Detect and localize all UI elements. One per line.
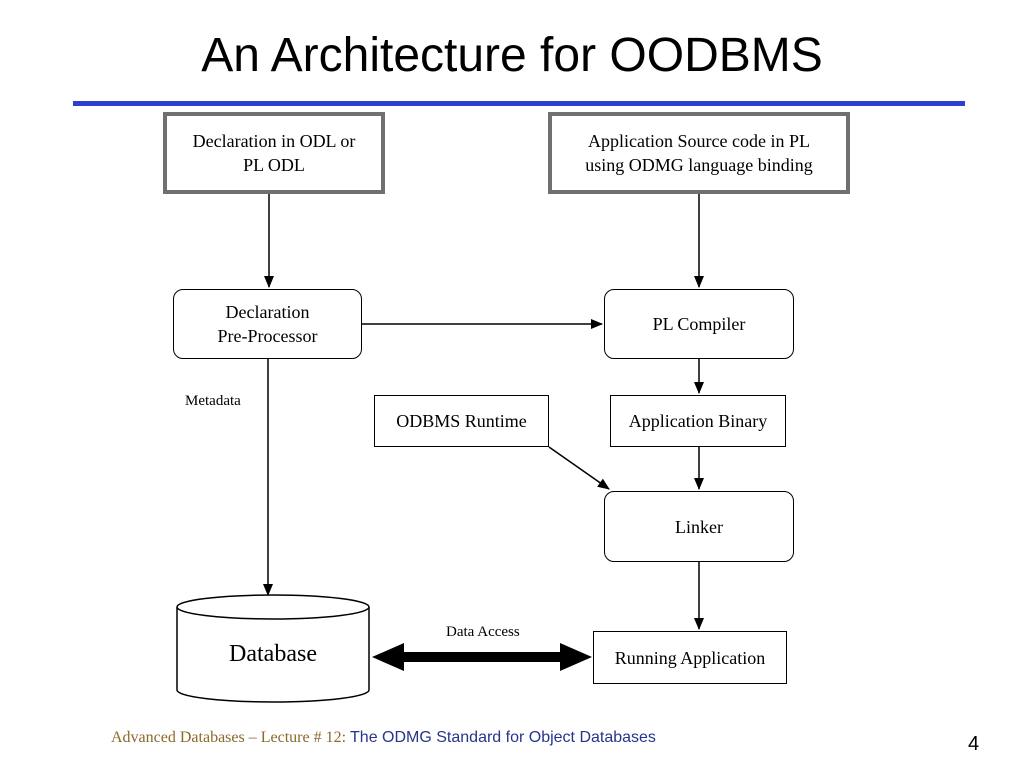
pl-compiler-label: PL Compiler bbox=[652, 314, 746, 334]
arrow-runtime-to-linker bbox=[548, 446, 610, 490]
footer: Advanced Databases – Lecture # 12: The O… bbox=[111, 729, 656, 747]
odbms-runtime-box: ODBMS Runtime bbox=[374, 395, 549, 447]
application-source-label: Application Source code in PL using ODMG… bbox=[585, 131, 813, 175]
footer-course: Advanced Databases – Lecture # 12: bbox=[111, 729, 351, 746]
odbms-runtime-label: ODBMS Runtime bbox=[396, 411, 527, 431]
database-cylinder bbox=[176, 594, 370, 703]
running-application-label: Running Application bbox=[614, 647, 766, 668]
data-access-label: Data Access bbox=[446, 624, 520, 640]
application-binary-box: Application Binary bbox=[610, 395, 786, 447]
slide-title: An Architecture for OODBMS bbox=[201, 29, 823, 82]
database-label: Database bbox=[229, 641, 317, 667]
declaration-odl-label: Declaration in ODL or PL ODL bbox=[192, 131, 356, 175]
metadata-label: Metadata bbox=[185, 393, 241, 409]
linker-box: Linker bbox=[604, 491, 794, 562]
linker-label: Linker bbox=[675, 516, 723, 537]
running-application-box: Running Application bbox=[593, 631, 787, 684]
data-access-arrow bbox=[372, 643, 592, 671]
declaration-preprocessor-box: Declaration Pre-Processor bbox=[173, 289, 362, 359]
title-rule bbox=[73, 101, 965, 106]
declaration-preprocessor-label: Declaration Pre-Processor bbox=[217, 302, 318, 346]
pl-compiler-box: PL Compiler bbox=[604, 289, 794, 359]
footer-topic: The ODMG Standard for Object Databases bbox=[350, 729, 656, 746]
page-number: 4 bbox=[968, 733, 980, 755]
declaration-odl-box: Declaration in ODL or PL ODL bbox=[163, 112, 385, 194]
application-source-box: Application Source code in PL using ODMG… bbox=[548, 112, 850, 194]
application-binary-label: Application Binary bbox=[628, 411, 768, 431]
